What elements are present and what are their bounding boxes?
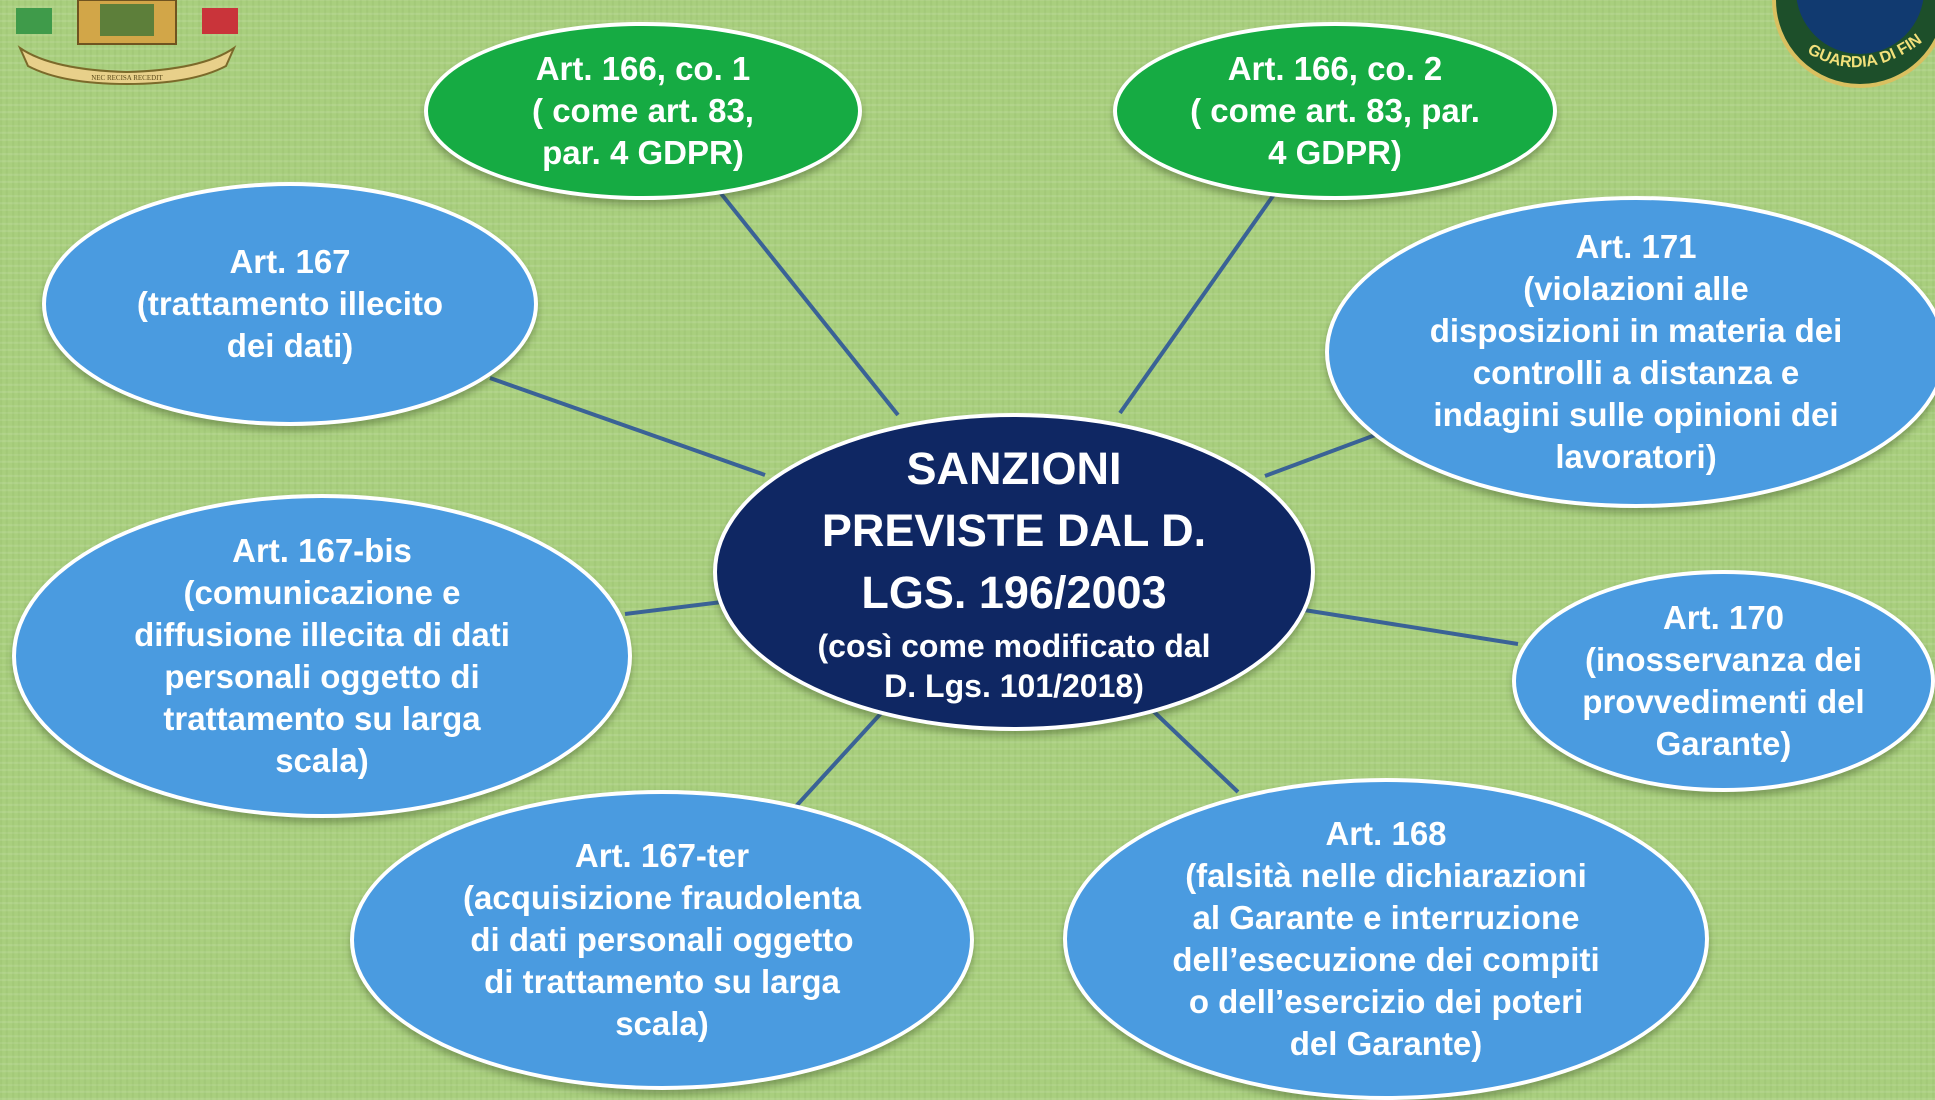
- node-art166-co2-title: Art. 166, co. 2 ( come art. 83, par. 4 G…: [1190, 50, 1480, 171]
- node-art167-title: Art. 167: [229, 243, 351, 280]
- node-art168-desc: (falsità nelle dichiarazioni al Garante …: [1172, 857, 1600, 1062]
- node-art166-co1-title: Art. 166, co. 1 ( come art. 83, par. 4 G…: [532, 50, 754, 171]
- connector-art168: [1148, 706, 1240, 794]
- crest-flag-left: [16, 8, 52, 34]
- connector-art166-co1: [713, 184, 900, 417]
- node-art171: Art. 171 (violazioni alle disposizioni i…: [1325, 196, 1935, 508]
- center-title: SANZIONI PREVISTE DAL D. LGS. 196/2003: [821, 443, 1207, 618]
- guardia-di-finanza-logo: GUARDIA DI FINANZA: [1740, 0, 1935, 88]
- node-art170-desc: (inosservanza dei provvedimenti del Gara…: [1582, 641, 1865, 762]
- crest-logo: NEC RECISA RECEDIT: [16, 0, 238, 86]
- connector-art167ter: [786, 708, 886, 817]
- connector-art167: [489, 376, 766, 477]
- node-art171-desc: (violazioni alle disposizioni in materia…: [1429, 270, 1843, 475]
- connector-art170: [1303, 608, 1519, 646]
- node-art167ter-desc: (acquisizione fraudolenta di dati person…: [463, 879, 861, 1042]
- node-art170-title: Art. 170: [1662, 599, 1785, 636]
- node-art167bis-title: Art. 167-bis: [232, 532, 412, 569]
- node-art167bis: Art. 167-bis (comunicazione e diffusione…: [12, 494, 632, 818]
- node-art168-title: Art. 168: [1325, 815, 1447, 852]
- node-art167bis-desc: (comunicazione e diffusione illecita di …: [134, 574, 510, 779]
- node-art166-co2: Art. 166, co. 2 ( come art. 83, par. 4 G…: [1113, 22, 1557, 200]
- node-art170: Art. 170 (inosservanza dei provvedimenti…: [1512, 570, 1935, 792]
- center-node-sanzioni: SANZIONI PREVISTE DAL D. LGS. 196/2003 (…: [713, 413, 1315, 731]
- connector-art167bis: [624, 600, 723, 616]
- node-art167ter-title: Art. 167-ter: [574, 837, 750, 874]
- node-art168: Art. 168 (falsità nelle dichiarazioni al…: [1063, 778, 1709, 1100]
- node-art167: Art. 167 (trattamento illecito dei dati): [42, 182, 538, 426]
- node-art167-desc: (trattamento illecito dei dati): [136, 285, 444, 364]
- crest-shield-inner: [100, 4, 154, 36]
- node-art171-title: Art. 171: [1575, 228, 1697, 265]
- crest-ribbon: [17, 45, 237, 86]
- logo-inner-disc: [1796, 0, 1924, 54]
- crest-motto: NEC RECISA RECEDIT: [91, 74, 163, 82]
- connector-art171: [1264, 432, 1379, 478]
- center-subtitle: (così come modificato dal D. Lgs. 101/20…: [817, 628, 1211, 704]
- crest-flag-right: [202, 8, 238, 34]
- node-art166-co1: Art. 166, co. 1 ( come art. 83, par. 4 G…: [424, 22, 862, 200]
- connector-art166-co2: [1118, 184, 1282, 415]
- node-art167ter: Art. 167-ter (acquisizione fraudolenta d…: [350, 790, 974, 1090]
